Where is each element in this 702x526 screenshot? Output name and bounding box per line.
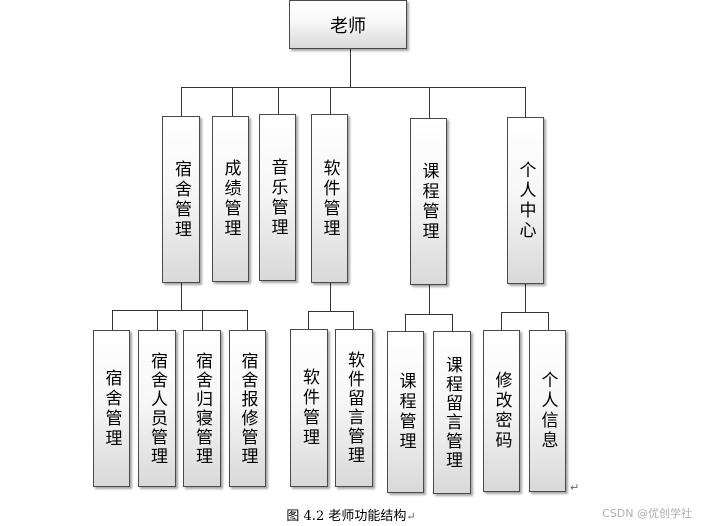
software-drop-1: [308, 311, 309, 329]
node-software-management: 软件管理: [311, 114, 348, 283]
node-label: 宿舍管理: [101, 368, 122, 449]
drop-course: [429, 87, 430, 118]
node-software-child-2: 软件留言管理: [335, 329, 373, 487]
root-stem: [350, 49, 351, 87]
caption-paragraph-mark: ↵: [406, 510, 416, 523]
node-label: 音乐管理: [267, 157, 288, 238]
node-label: 课程留言管理: [442, 355, 462, 470]
node-label: 软件留言管理: [344, 351, 364, 465]
dorm-bus: [112, 310, 248, 311]
node-label: 宿舍管理: [171, 159, 191, 240]
course-bus: [405, 314, 453, 315]
node-label: 软件管理: [299, 368, 319, 448]
node-course-management: 课程管理: [410, 118, 447, 285]
node-software-child-1: 软件管理: [290, 329, 328, 487]
dorm-drop-4: [247, 310, 248, 330]
node-dorm-child-2: 宿舍人员管理: [138, 330, 176, 487]
node-label: 成绩管理: [220, 159, 241, 239]
software-bus: [308, 311, 354, 312]
drop-software: [330, 87, 331, 114]
node-personal-center: 个人中心: [507, 117, 544, 284]
drop-dorm: [181, 87, 182, 116]
node-dorm-child-3: 宿舍归寝管理: [183, 330, 221, 487]
node-personal-child-1: 修改密码: [483, 330, 520, 492]
course-drop-2: [452, 314, 453, 331]
figure-caption: 图 4.2 老师功能结构↵: [0, 505, 702, 524]
drop-personal: [525, 87, 526, 117]
node-label: 课程管理: [395, 372, 416, 452]
node-grade-management: 成绩管理: [212, 116, 249, 282]
personal-drop-1: [501, 312, 502, 330]
caption-text: 图 4.2 老师功能结构: [286, 509, 407, 524]
paragraph-mark: ↵: [570, 481, 580, 494]
course-drop-1: [405, 314, 406, 331]
node-label: 宿舍人员管理: [147, 351, 167, 466]
node-course-child-1: 课程管理: [387, 331, 424, 493]
node-music-management: 音乐管理: [259, 114, 296, 281]
root-node: 老师: [289, 0, 407, 49]
node-course-child-2: 课程留言管理: [433, 331, 471, 494]
node-label: 修改密码: [491, 371, 512, 451]
dorm-drop-1: [112, 310, 113, 330]
level1-bus: [181, 87, 526, 88]
dorm-drop-3: [202, 310, 203, 330]
personal-stem: [525, 284, 526, 312]
node-dorm-child-4: 宿舍报修管理: [229, 330, 266, 487]
node-dorm-management: 宿舍管理: [162, 116, 200, 283]
watermark: CSDN @优创学社: [602, 507, 692, 520]
software-stem: [330, 283, 331, 311]
dorm-stem: [181, 283, 182, 310]
node-label: 宿舍归寝管理: [192, 351, 212, 466]
drop-grade: [232, 87, 233, 116]
node-label: 个人中心: [515, 160, 536, 241]
drop-music: [278, 87, 279, 114]
course-stem: [429, 285, 430, 314]
node-label: 个人信息: [537, 371, 558, 451]
root-label: 老师: [330, 15, 366, 37]
node-personal-child-2: 个人信息: [529, 330, 566, 492]
personal-bus: [501, 312, 549, 313]
node-label: 宿舍报修管理: [237, 351, 258, 466]
dorm-drop-2: [157, 310, 158, 330]
software-drop-2: [353, 311, 354, 329]
node-label: 课程管理: [418, 161, 439, 242]
personal-drop-2: [548, 312, 549, 330]
node-dorm-child-1: 宿舍管理: [93, 330, 130, 487]
node-label: 软件管理: [319, 158, 340, 239]
